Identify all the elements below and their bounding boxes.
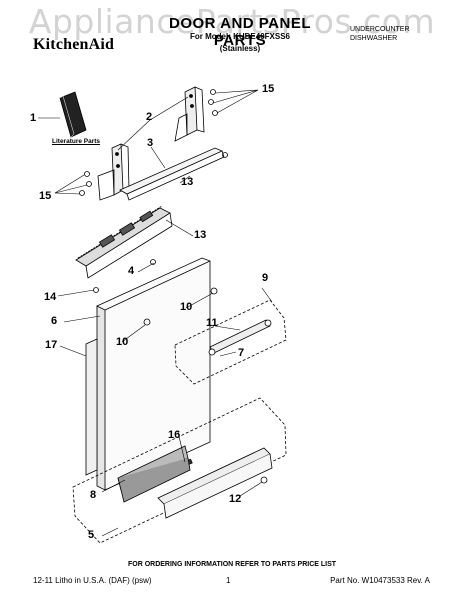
- toe-panel-part: [157, 447, 273, 519]
- callout-9: 9: [262, 272, 269, 284]
- callout-15-left: 15: [39, 190, 52, 202]
- callout-14: 14: [44, 291, 57, 303]
- callout-13-mid: 13: [194, 229, 207, 241]
- screw-part: [150, 259, 156, 265]
- literature-parts-label: Literature Parts: [52, 138, 101, 145]
- page-title: DOOR AND PANEL PARTS: [169, 15, 311, 49]
- page-number: 1: [226, 576, 231, 585]
- outer-door-panel-part: [96, 257, 211, 491]
- callout-10-right: 10: [180, 301, 193, 313]
- callout-6: 6: [51, 315, 58, 327]
- fastener-part: [143, 318, 151, 326]
- callout-16: 16: [168, 429, 181, 441]
- callout-7: 7: [238, 347, 245, 359]
- part-number: Part No. W10473533 Rev. A: [330, 576, 430, 585]
- fastener-part: [210, 287, 218, 295]
- callout-17: 17: [45, 339, 58, 351]
- brand-logo: KitchenAid: [33, 36, 115, 53]
- control-panel-part: [75, 205, 173, 279]
- screw-part: [222, 152, 228, 158]
- category-label: UNDERCOUNTER DISHWASHER: [350, 25, 430, 43]
- callout-10-left: 10: [116, 336, 129, 348]
- callout-1: 1: [30, 112, 37, 124]
- door-liner-part: [85, 338, 98, 476]
- screws-lower-left-part: [79, 171, 92, 196]
- callout-4: 4: [128, 265, 135, 277]
- callout-8: 8: [90, 489, 97, 501]
- literature-booklet-part: [59, 91, 87, 138]
- screw-part: [93, 287, 99, 293]
- callout-15-right: 15: [262, 83, 275, 95]
- leader-lines: [38, 89, 273, 537]
- screws-upper-right-part: [208, 89, 218, 116]
- finish-line: (Stainless): [219, 44, 261, 53]
- handle-part: [208, 319, 272, 356]
- handle-kit-part: [174, 299, 287, 385]
- model-line: For Model: KUDE40FXSS6: [189, 32, 290, 41]
- category-line-1: UNDERCOUNTER: [350, 26, 410, 33]
- top-channel-part: [119, 147, 225, 201]
- callout-2: 2: [146, 111, 153, 123]
- category-line-2: DISHWASHER: [350, 35, 398, 42]
- right-mounting-bracket-part: [174, 86, 205, 142]
- callout-11: 11: [206, 317, 218, 329]
- callout-13-top: 13: [181, 176, 194, 188]
- toe-panel-kit-part: [72, 397, 287, 544]
- callout-3: 3: [147, 137, 154, 149]
- callout-12: 12: [229, 493, 242, 505]
- insulation-part: [117, 445, 191, 503]
- litho-info: 12-11 Litho in U.S.A. (DAF) (psw): [33, 576, 152, 585]
- callout-5: 5: [88, 529, 95, 541]
- ordering-note: FOR ORDERING INFORMATION REFER TO PARTS …: [127, 561, 337, 568]
